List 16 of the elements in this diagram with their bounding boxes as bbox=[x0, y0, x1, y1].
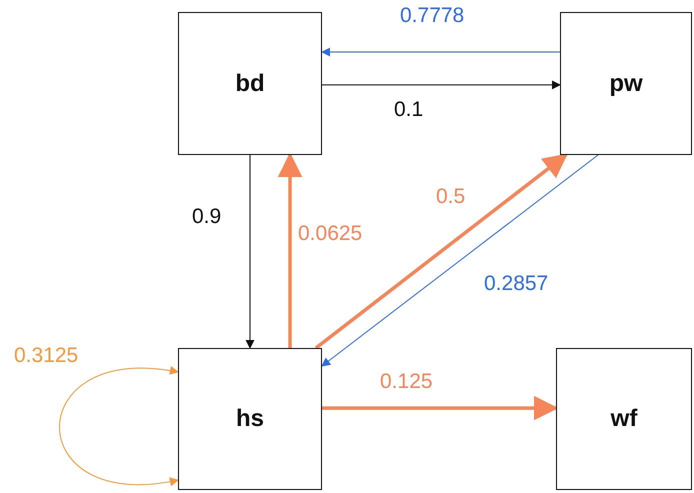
arrow bbox=[322, 396, 558, 420]
arrow bbox=[321, 154, 599, 367]
arrow bbox=[314, 154, 568, 350]
arrow bbox=[321, 48, 560, 57]
state-box bbox=[556, 348, 692, 490]
arrow bbox=[246, 154, 254, 349]
state-name: hs bbox=[236, 405, 264, 433]
arrow bbox=[322, 80, 561, 90]
state-box bbox=[560, 12, 692, 155]
arrow bbox=[278, 152, 302, 348]
state-name: wf bbox=[610, 405, 638, 433]
state-name: pw bbox=[609, 70, 643, 98]
state-box bbox=[178, 348, 322, 490]
arrow bbox=[59, 366, 179, 486]
state-name: bd bbox=[235, 70, 265, 98]
state-box bbox=[178, 12, 322, 155]
